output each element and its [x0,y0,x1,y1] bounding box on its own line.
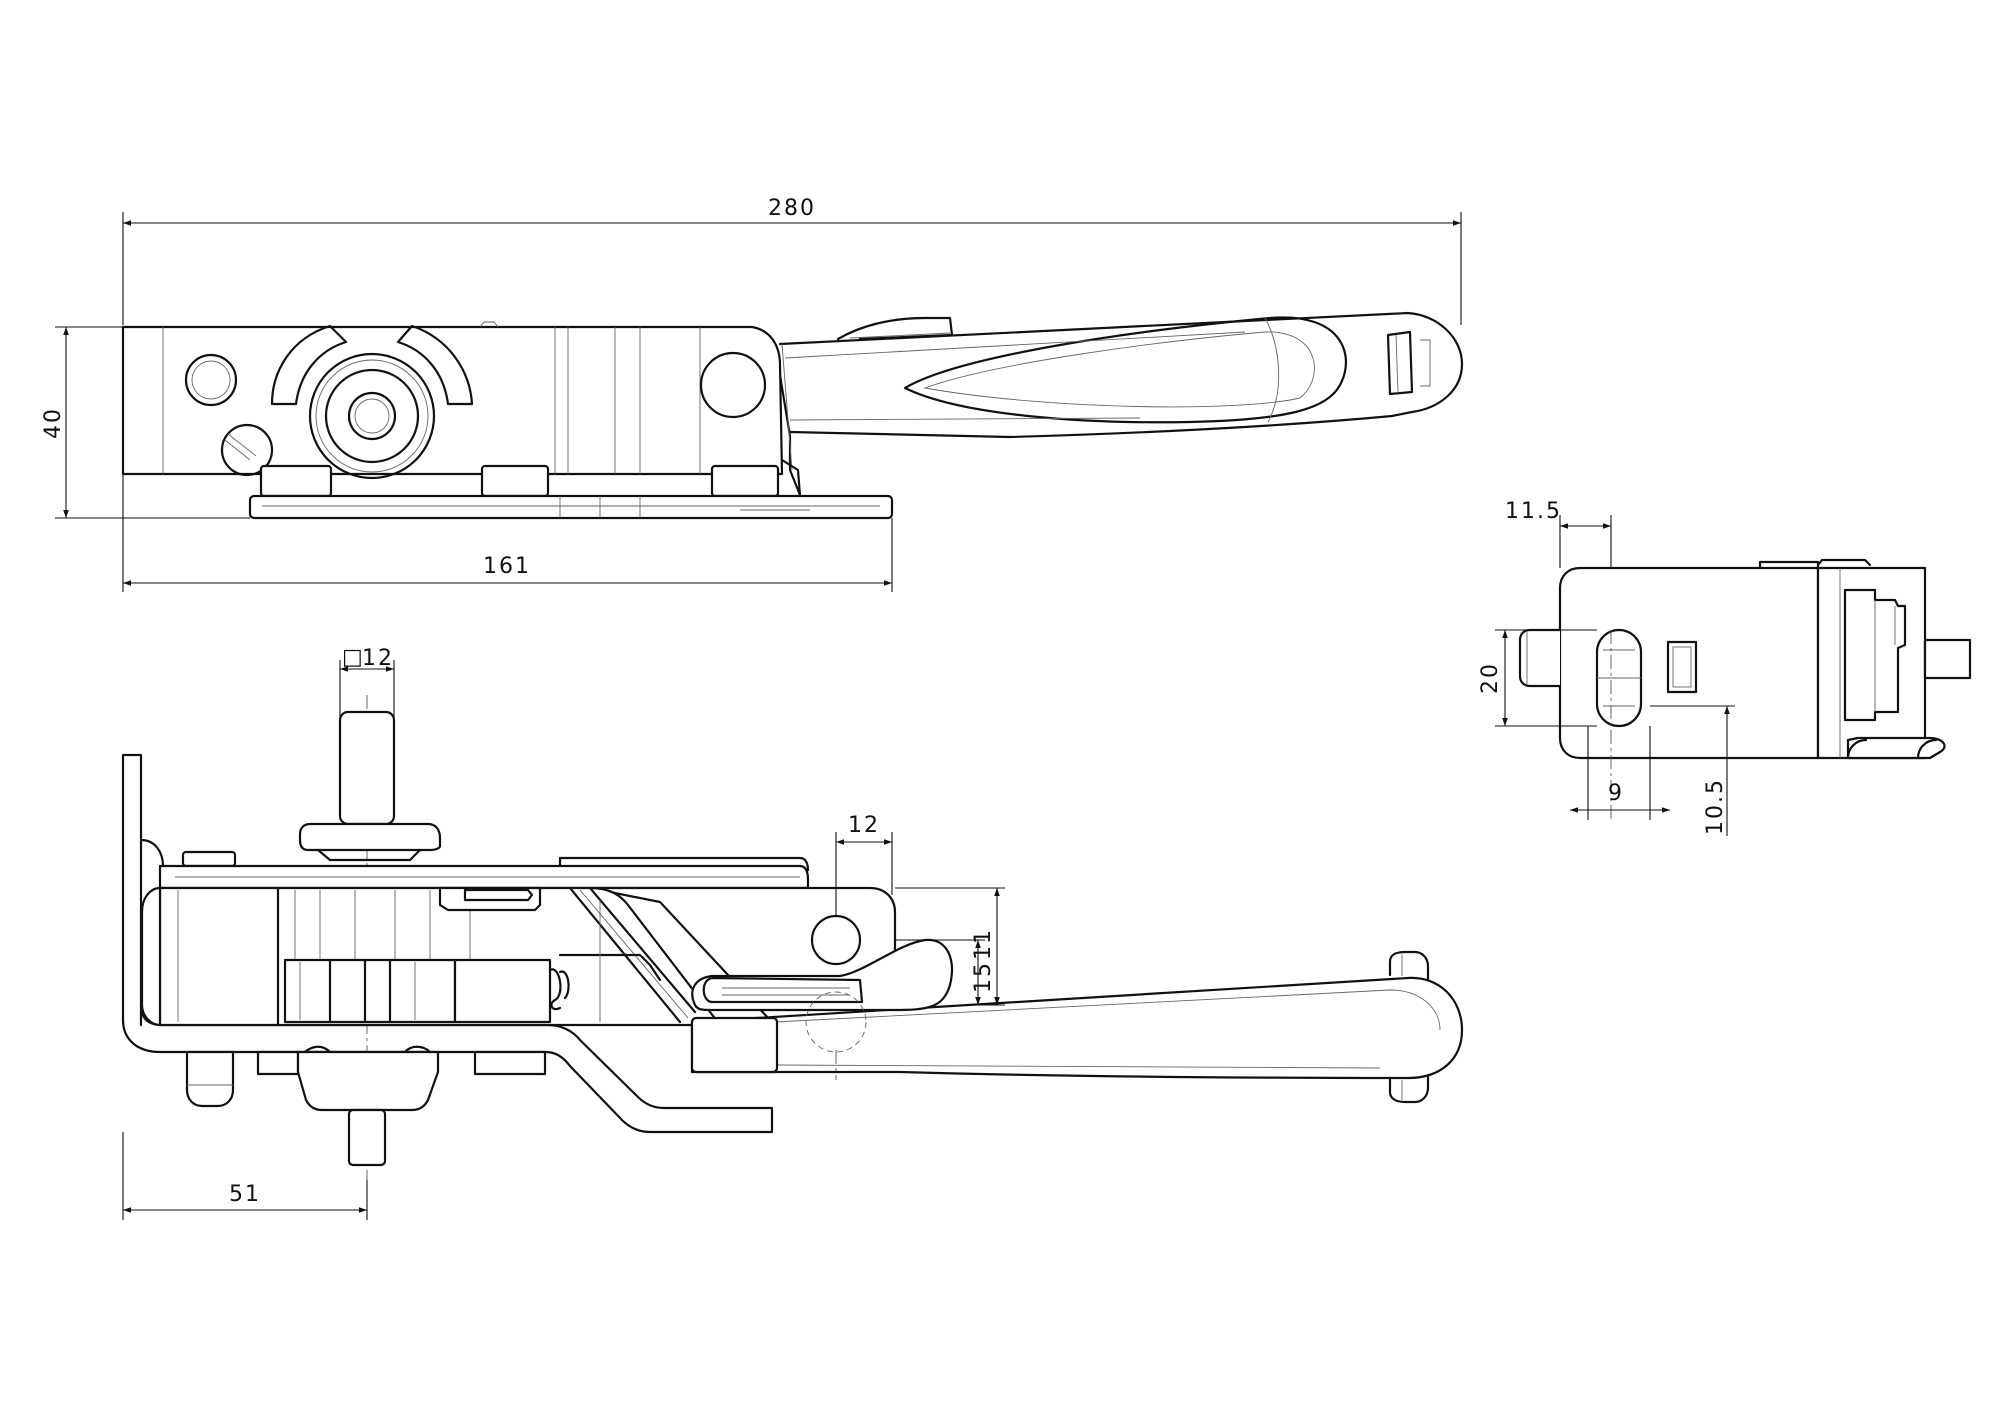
latch-body [121,325,784,476]
spindle-boss-lower [296,1050,440,1112]
dimension-square-size: 12 [362,646,394,671]
foot-3 [710,464,780,498]
bottom-view: □ 12 [121,645,1464,1220]
release-latch [691,938,954,1012]
spring [548,968,570,1011]
foot-1 [259,464,333,498]
foot-2 [480,464,550,498]
dimension-lever-offset: 12 [848,813,880,838]
top-view: 280 40 [41,196,1464,592]
side-spindle-stub [1518,628,1560,688]
spindle-hole [347,391,397,441]
handle-tip-slot [1386,330,1414,396]
spindle-collar [298,822,442,852]
symbol-square: □ [342,645,365,670]
pivot-pin-plan [810,914,862,966]
dimension-spindle-position: 51 [229,1182,261,1207]
handle-lever [778,311,1464,439]
handle-thumb-tab [836,316,954,341]
dimension-offset-15: 15 [971,961,996,993]
dimension-overall-length: 280 [768,196,816,221]
side-spindle-right [1923,638,1972,680]
outer-lever [690,976,1464,1080]
base-plate [248,494,894,520]
pivot-pin [699,351,767,419]
spindle-square-upper [338,710,396,826]
dimension-slot-offset: 10.5 [1703,778,1728,835]
hidden-pivot-circle [805,991,867,1053]
mount-pin-left [185,1050,235,1108]
mounting-hole [184,353,238,407]
dimension-slot-width: 9 [1608,781,1624,806]
spindle-hub [308,352,436,480]
side-view: 11.5 20 9 10. [1478,499,1972,836]
slide-bolt [283,958,457,1024]
spindle-square-lower [347,1108,387,1167]
spindle-cam [270,324,348,406]
side-window [1666,640,1698,694]
dimension-base-length: 161 [483,554,531,579]
dimension-slot-height: 20 [1478,662,1503,694]
lower-pin [220,423,274,477]
dimension-end-offset: 11.5 [1505,499,1562,524]
dimension-offset-11: 11 [971,928,996,960]
dimension-height: 40 [41,407,66,439]
